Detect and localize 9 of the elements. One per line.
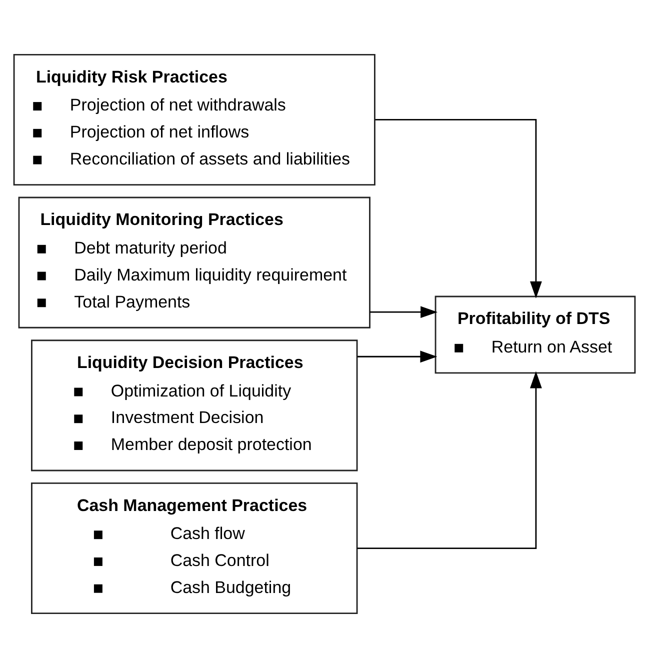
arrow (357, 350, 438, 362)
arrow (357, 370, 542, 548)
node-box: Liquidity Decision Practices Optimization of Liquidity Investment Decision Member deposit protection (31, 339, 358, 471)
arrow (370, 306, 438, 318)
node-box: Profitability of DTS Return on Asset (434, 295, 636, 374)
node-box: Cash Management Practices Cash flow Cash Control Cash Budgeting (31, 482, 358, 614)
node-box: Liquidity Risk Practices Projection of net withdrawals Projection of net inflows Reconciliation of assets and liabilities (13, 53, 376, 185)
node-box: Liquidity Monitoring Practices Debt maturity period Daily Maximum liquidity requirement Total Payments (18, 196, 370, 328)
arrow (375, 118, 542, 298)
